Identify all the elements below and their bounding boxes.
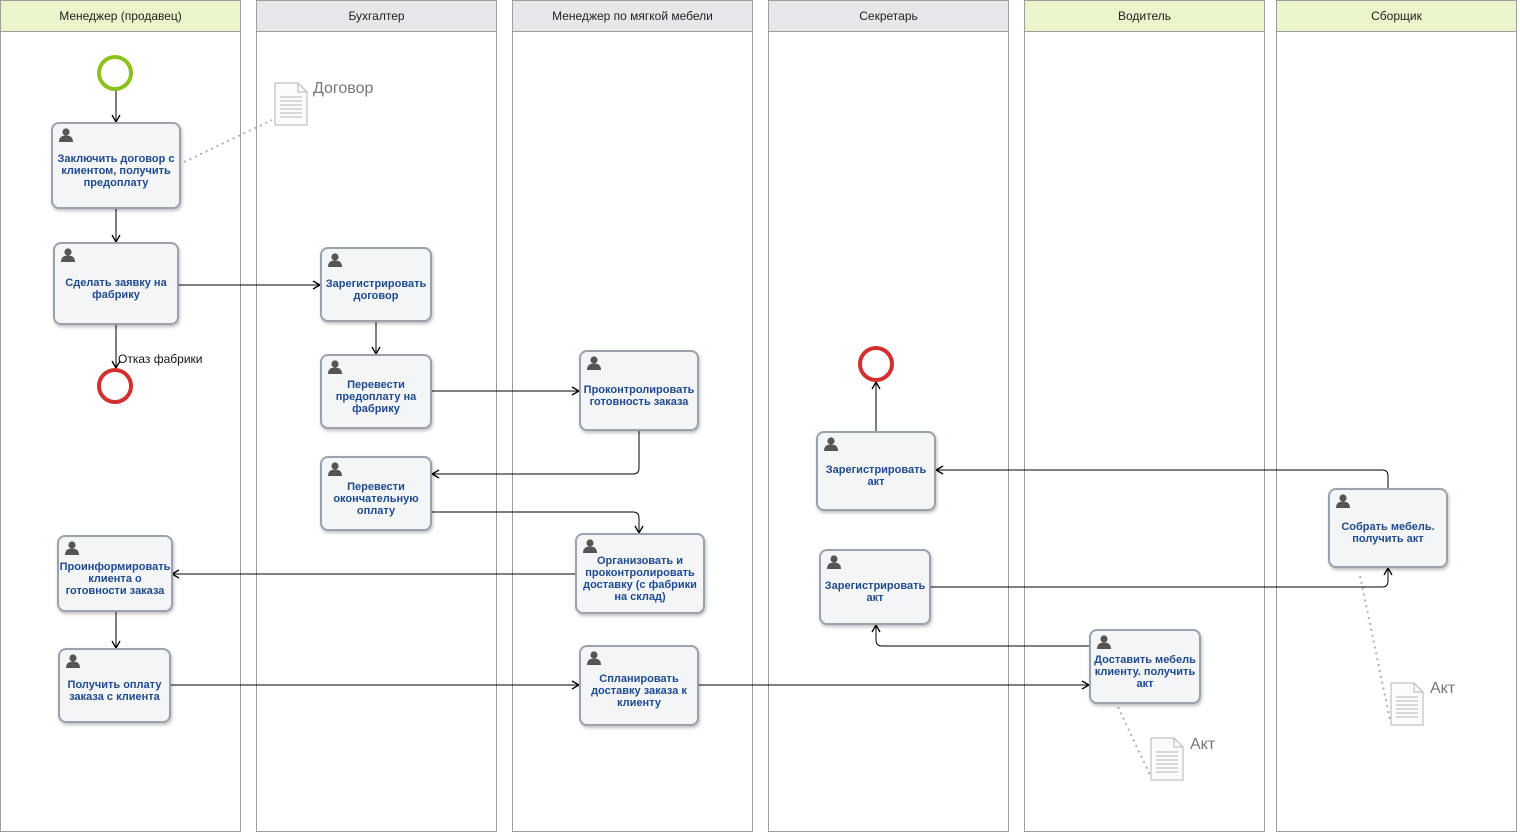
lane-header: Менеджер по мягкой мебели [513, 1, 752, 32]
user-icon [59, 128, 73, 142]
lane-title: Водитель [1117, 9, 1171, 23]
user-icon [1336, 494, 1350, 508]
task-label: Проинформировать клиента о готовности за… [59, 560, 171, 597]
user-icon [65, 541, 79, 555]
document-label-act-assembler: Акт [1430, 680, 1456, 697]
flow-control-to-final-payment [430, 431, 640, 479]
flow-final-payment-to-delivery [432, 511, 644, 535]
lane-title: Менеджер (продавец) [59, 9, 182, 23]
task-control-readiness[interactable]: Проконтролировать готовность заказа [579, 350, 699, 431]
lane-header: Менеджер (продавец) [1, 1, 240, 32]
user-icon [827, 555, 841, 569]
user-icon [66, 654, 80, 668]
task-register-act-2[interactable]: Зарегистрировать акт [819, 549, 931, 625]
user-icon [824, 437, 838, 451]
lane-title: Менеджер по мягкой мебели [552, 9, 713, 23]
task-label: Заключить договор с клиентом, получить п… [57, 152, 175, 189]
user-icon [1097, 635, 1111, 649]
association-act-assembler [1359, 575, 1391, 721]
association-contract-doc [183, 119, 273, 163]
document-icon[interactable] [274, 82, 308, 126]
task-label: Спланировать доставку заказа к клиенту [591, 672, 687, 709]
task-final-payment[interactable]: Перевести окончательную оплату [320, 456, 432, 531]
user-icon [587, 651, 601, 665]
task-inform-client[interactable]: Проинформировать клиента о готовности за… [57, 535, 173, 612]
user-icon [61, 248, 75, 262]
task-assemble-furniture[interactable]: Собрать мебель. получить акт [1328, 488, 1448, 568]
task-label: Зарегистрировать акт [825, 464, 927, 488]
lane-title: Секретарь [859, 9, 918, 23]
flow-assemble-to-register-act [934, 465, 1389, 488]
flow-label-factory-refusal: Отказ фабрики [118, 352, 203, 366]
lane-header: Секретарь [769, 1, 1008, 32]
task-organize-delivery[interactable]: Организовать и проконтролировать доставк… [575, 533, 705, 614]
document-icon[interactable] [1150, 737, 1184, 781]
task-register-contract[interactable]: Зарегистрировать договор [320, 247, 432, 322]
lane-header: Бухгалтер [257, 1, 496, 32]
task-label: Сделать заявку на фабрику [65, 276, 167, 301]
document-icon[interactable] [1390, 682, 1424, 726]
association-act-driver [1117, 706, 1151, 776]
task-plan-delivery[interactable]: Спланировать доставку заказа к клиенту [579, 645, 699, 726]
lane-title: Бухгалтер [348, 9, 405, 23]
task-label: Зарегистрировать договор [325, 277, 427, 302]
task-label: Проконтролировать готовность заказа [583, 383, 695, 408]
task-contract[interactable]: Заключить договор с клиентом, получить п… [51, 122, 181, 209]
flow-deliver-to-register-act [871, 623, 1089, 647]
document-label-act-driver: Акт [1190, 736, 1216, 753]
task-label: Собрать мебель. получить акт [1341, 521, 1435, 545]
task-get-payment[interactable]: Получить оплату заказа с клиента [58, 648, 171, 723]
task-label: Получить оплату заказа с клиента [67, 678, 162, 703]
lane-header: Сборщик [1277, 1, 1516, 32]
start-event[interactable] [97, 55, 133, 91]
flow-register-act-to-assemble [931, 566, 1393, 588]
task-deliver-furniture[interactable]: Доставить мебель клиенту. получить акт [1089, 629, 1201, 704]
task-label: Зарегистрировать акт [824, 580, 926, 604]
task-order-factory[interactable]: Сделать заявку на фабрику [53, 242, 179, 325]
user-icon [583, 539, 597, 553]
task-register-act-1[interactable]: Зарегистрировать акт [816, 431, 936, 511]
task-label: Перевести окончательную оплату [333, 480, 419, 517]
user-icon [328, 253, 342, 267]
user-icon [587, 356, 601, 370]
lane-title: Сборщик [1371, 9, 1422, 23]
lane-header: Водитель [1025, 1, 1264, 32]
end-event-factory-refusal[interactable] [97, 368, 133, 404]
task-label: Доставить мебель клиенту. получить акт [1094, 653, 1196, 690]
document-label-contract: Договор [313, 80, 374, 97]
lane-secretary: Секретарь [768, 0, 1009, 832]
user-icon [328, 360, 342, 374]
task-label: Перевести предоплату на фабрику [335, 378, 417, 415]
end-event[interactable] [858, 346, 894, 382]
task-transfer-prepayment[interactable]: Перевести предоплату на фабрику [320, 354, 432, 429]
task-label: Организовать и проконтролировать доставк… [583, 554, 697, 603]
user-icon [328, 462, 342, 476]
